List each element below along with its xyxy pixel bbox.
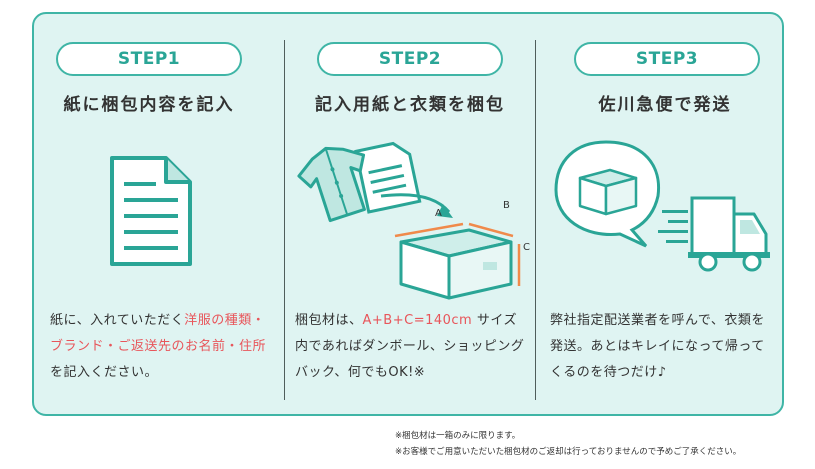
footnote-2: ※お客様でご用意いただいた梱包材のご返却は行っておりませんので予めご了承ください…: [395, 447, 742, 457]
step-1-description: 紙に、入れていただく洋服の種類・ブランド・ご返送先のお名前・住所を記入ください。: [50, 308, 272, 386]
footnote-1: ※梱包材は一箱のみに限ります。: [395, 431, 521, 441]
step-2-desc-text-end: サイズ内であればダンボール、ショッピングバック、何でもOK!※: [295, 313, 525, 380]
step-2-desc-text: 梱包材は、: [295, 313, 363, 328]
step-2: STEP2 記入用紙と衣類を梱包: [285, 14, 535, 414]
step-1-desc-text-end: を記入ください。: [50, 365, 159, 380]
box-label-b: B: [503, 200, 510, 211]
step-1-title: 紙に梱包内容を記入: [63, 95, 235, 115]
step-3: STEP3 佐川急便で発送 弊社指定配送業者を呼んで、衣: [536, 14, 784, 414]
step-3-title: 佐川急便で発送: [598, 95, 732, 115]
document-icon: [110, 156, 192, 266]
step-3-label: STEP3: [574, 42, 760, 76]
step-3-description: 弊社指定配送業者を呼んで、衣類を発送。あとはキレイになって帰ってくるのを待つだけ…: [550, 308, 776, 386]
step-2-description: 梱包材は、A+B+C=140cm サイズ内であればダンボール、ショッピングバック…: [295, 308, 527, 386]
step-1-desc-highlight: 洋服の種類・ブランド・ご返送先のお名前・住所: [50, 313, 267, 354]
footnotes: ※梱包材は一箱のみに限ります。 ※お客様でご用意いただいた梱包材のご返却は行って…: [395, 428, 741, 460]
step-2-title: 記入用紙と衣類を梱包: [315, 95, 505, 115]
delivery-truck-icon: [554, 140, 770, 272]
step-3-desc-text: 弊社指定配送業者を呼んで、衣類を発送。あとはキレイになって帰ってくるのを待つだけ…: [550, 313, 765, 380]
divider-1: [284, 40, 285, 400]
steps-panel: STEP1 紙に梱包内容を記入 紙に、入れていただく洋服の種類・ブランド・ご返送…: [32, 12, 784, 416]
divider-2: [535, 40, 536, 400]
step-1-desc-text: 紙に、入れていただく: [50, 313, 185, 328]
clothes-into-box-icon: [297, 141, 521, 300]
step-1-label: STEP1: [56, 42, 242, 76]
step-2-label: STEP2: [317, 42, 503, 76]
step-2-desc-highlight: A+B+C=140cm: [362, 313, 473, 328]
box-label-c: C: [523, 242, 530, 253]
box-label-a: A: [435, 208, 442, 219]
step-1: STEP1 紙に梱包内容を記入 紙に、入れていただく洋服の種類・ブランド・ご返送…: [34, 14, 284, 414]
